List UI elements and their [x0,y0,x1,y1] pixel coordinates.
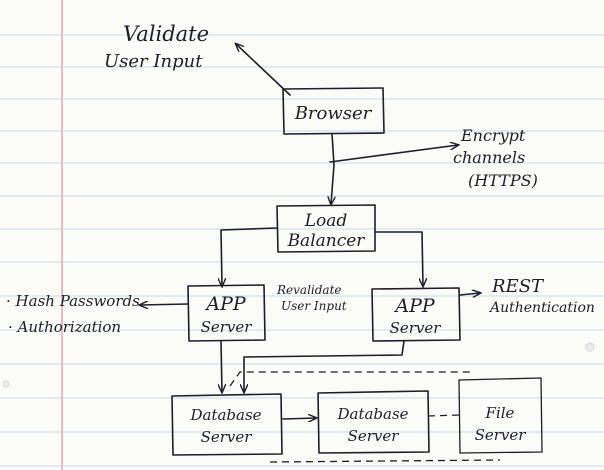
punch-hole [585,342,595,352]
db-server-left-label: Database [189,406,261,424]
diagram-ink [140,44,480,456]
encrypt-label: Encrypt [460,126,526,145]
app-server-left-label: Server [201,318,253,336]
db-server-left-box[interactable] [171,393,283,456]
load-balancer-label: Balancer [287,231,366,251]
browser-label: Browser [294,103,373,124]
punch-hole [2,380,10,388]
lb-to-left-app-arrow [221,227,278,286]
dashed-ink [229,371,543,463]
rest-label: REST [491,276,545,297]
revalidate-label: Revalidate [276,283,342,297]
db-server-mid-label: Database [336,405,408,423]
file-server-label: Server [475,426,527,444]
db-server-mid-box[interactable] [317,390,430,454]
file-server-label: File [485,404,515,422]
app-server-left-box[interactable] [187,284,266,342]
hash-passwords-label: · Hash Passwords [6,292,140,310]
lb-to-right-app-arrow [374,231,423,286]
load-balancer-label: Load [304,211,348,231]
app-to-notes-arrow [140,304,189,305]
app-to-db-arrow [221,340,222,392]
validate-label: Validate [123,22,209,46]
app-to-rest-arrow [459,293,480,295]
revalidate-label: User Input [281,299,347,313]
load-balancer-box[interactable] [276,204,376,253]
encrypt-label: channels [453,148,525,167]
rest-label: Authentication [488,300,595,316]
db-server-left-label: Server [201,428,253,446]
browser-box[interactable] [282,87,385,135]
app-server-left-label: APP [204,293,247,315]
app-server-right-label: APP [393,295,436,317]
browser-to-lb-arrow [331,133,334,204]
db-server-mid-label: Server [348,427,400,445]
app-server-right-box[interactable] [371,287,461,342]
app-server-right-label: Server [390,319,442,337]
right-app-to-db-arrow [244,340,405,392]
db-to-db-arrow [282,418,316,419]
browser-to-validate-arrow [236,44,291,96]
encrypt-label: (HTTPS) [468,171,538,190]
validate-label: User Input [104,51,203,72]
encrypt-arrow [329,145,458,163]
file-server-box[interactable] [458,377,543,454]
authorization-label: · Authorization [8,318,121,336]
ruled-lines [0,34,604,467]
